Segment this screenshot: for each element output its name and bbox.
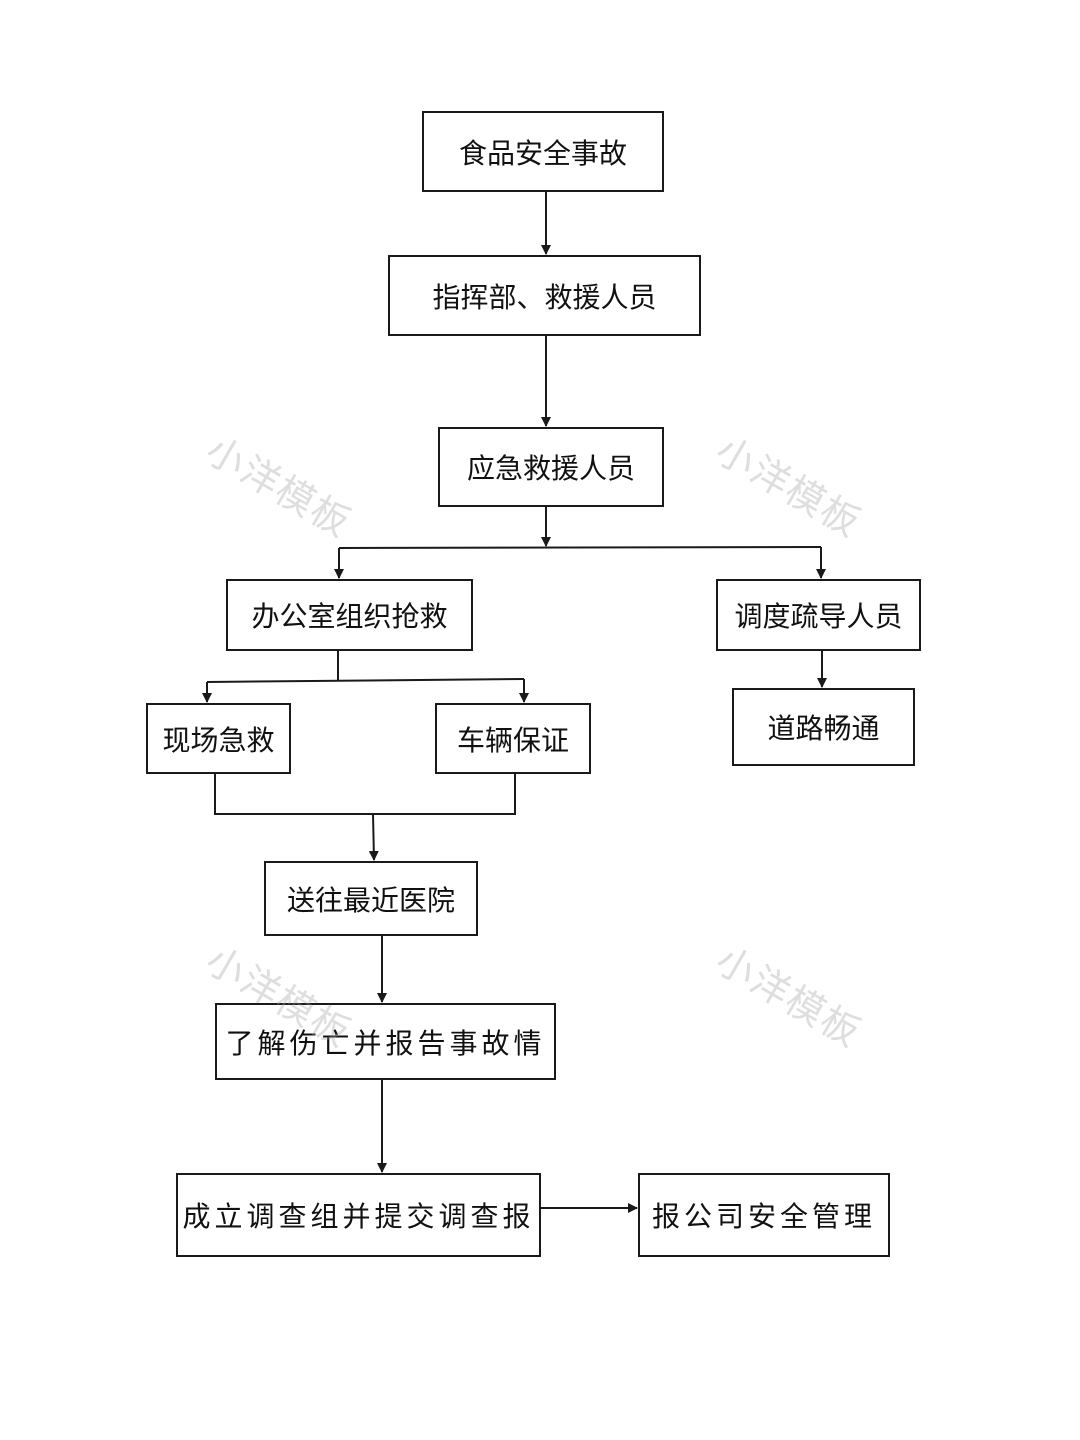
edge-merge-bar [214, 774, 516, 815]
node-vehicle-guarantee: 车辆保证 [435, 703, 591, 774]
edge-office-bar [206, 678, 525, 683]
node-command-rescue-staff: 指挥部、救援人员 [388, 255, 701, 336]
node-road-clear: 道路畅通 [732, 688, 915, 766]
node-onsite-first-aid: 现场急救 [146, 703, 291, 774]
edge-merge-hospital [368, 813, 379, 861]
edge-split-bar [338, 546, 822, 549]
node-casualty-report: 了解伤亡并报告事故情 [215, 1003, 556, 1080]
node-nearest-hospital: 送往最近医院 [264, 861, 478, 936]
node-investigation-team: 成立调查组并提交调查报 [176, 1173, 541, 1257]
node-dispatch-staff: 调度疏导人员 [716, 579, 921, 651]
node-emergency-rescue-staff: 应急救援人员 [438, 427, 664, 507]
node-office-organize-rescue: 办公室组织抢救 [226, 579, 473, 651]
node-company-safety-management: 报公司安全管理 [638, 1173, 890, 1257]
node-food-safety-incident: 食品安全事故 [422, 111, 664, 192]
